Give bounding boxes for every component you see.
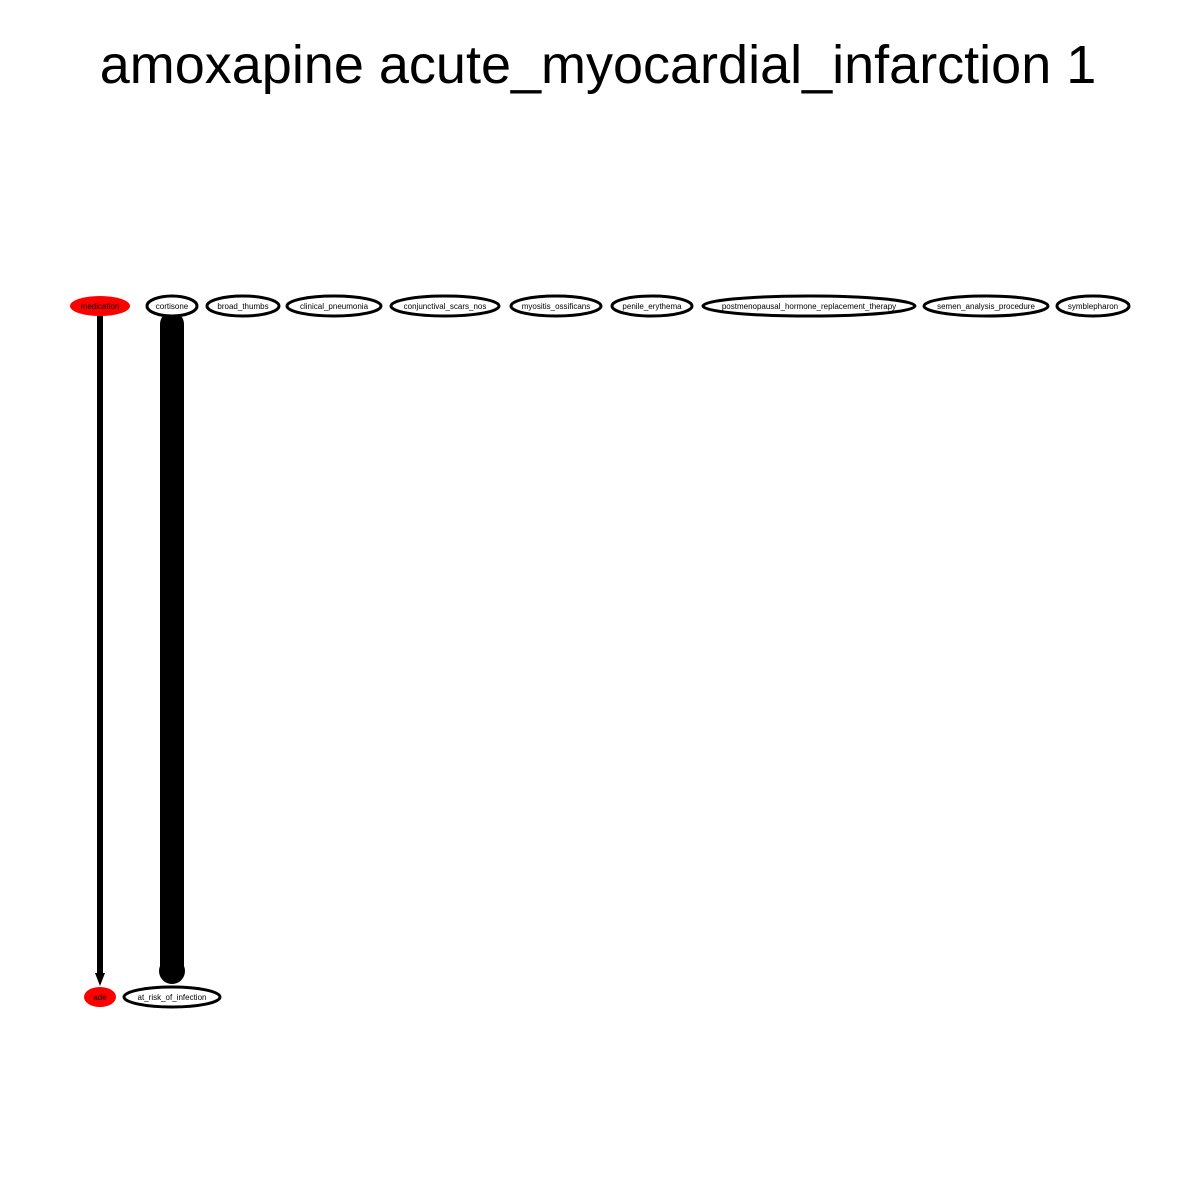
edge-dot-head — [159, 958, 185, 984]
node-shape — [122, 985, 222, 1009]
node-label: symblepharon — [1068, 302, 1118, 311]
nodes-layer: medication cortisone broad_thumbs clinical_… — [70, 294, 1131, 1009]
node-label: at_risk_of_infection — [138, 993, 207, 1002]
diagram-title: amoxapine acute_myocardial_infarction 1 — [100, 35, 1097, 95]
node-medication: medication — [70, 296, 130, 316]
node-label: cortisone — [156, 302, 189, 311]
node-myositis_ossificans: myositis_ossificans — [509, 294, 603, 318]
node-ade: ade — [84, 987, 116, 1007]
node-label: postmenopausal_hormone_replacement_thera… — [722, 302, 896, 311]
node-shape — [1055, 294, 1131, 318]
node-label: penile_erythema — [622, 302, 682, 311]
node-postmenopausal_hormone_replacement_therapy: postmenopausal_hormone_replacement_thera… — [701, 294, 917, 318]
node-shape — [285, 294, 383, 318]
node-label: myositis_ossificans — [522, 302, 590, 311]
node-semen_analysis_procedure: semen_analysis_procedure — [922, 294, 1050, 318]
node-shape — [701, 294, 917, 318]
node-shape — [205, 294, 281, 318]
node-label: conjunctival_scars_nos — [404, 302, 487, 311]
node-shape — [84, 987, 116, 1007]
node-shape — [70, 296, 130, 316]
edge-cortisone-to-at_risk_of_infection — [159, 312, 185, 984]
node-label: medication — [81, 302, 120, 311]
node-shape — [610, 294, 694, 318]
node-symblepharon: symblepharon — [1055, 294, 1131, 318]
node-conjunctival_scars_nos: conjunctival_scars_nos — [389, 294, 501, 318]
node-shape — [145, 294, 199, 318]
edges-layer — [95, 312, 185, 986]
node-penile_erythema: penile_erythema — [610, 294, 694, 318]
node-label: broad_thumbs — [217, 302, 268, 311]
node-cortisone: cortisone — [145, 294, 199, 318]
node-at_risk_of_infection: at_risk_of_infection — [122, 985, 222, 1009]
node-label: semen_analysis_procedure — [937, 302, 1035, 311]
edge-arrowhead — [95, 973, 105, 986]
node-clinical_pneumonia: clinical_pneumonia — [285, 294, 383, 318]
node-shape — [922, 294, 1050, 318]
node-shape — [509, 294, 603, 318]
node-label: ade — [93, 993, 107, 1002]
edge-medication-to-ade — [95, 316, 105, 986]
node-broad_thumbs: broad_thumbs — [205, 294, 281, 318]
node-label: clinical_pneumonia — [300, 302, 369, 311]
node-shape — [389, 294, 501, 318]
